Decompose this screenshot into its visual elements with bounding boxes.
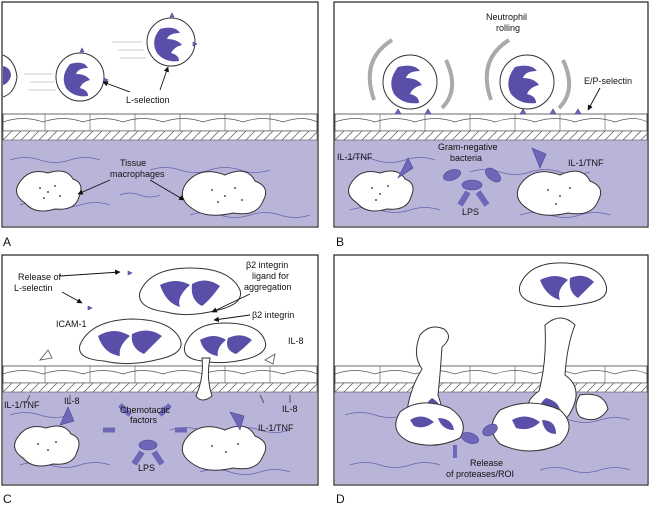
panel-c-endothelium	[2, 365, 318, 393]
panel-d-letter: D	[336, 492, 345, 505]
panel-b-macrophage-right	[516, 170, 602, 216]
panel-a-selectin-dots	[79, 12, 198, 83]
panel-c: Release of L-selectin β2 integrin ligand…	[1, 254, 319, 505]
panel-d-bacteria	[461, 423, 498, 444]
panel-b-label-lps: LPS	[462, 207, 479, 217]
panel-c-arrow-release-2	[61, 291, 83, 304]
panel-c-label-il1-right: IL-1/TNF	[258, 423, 294, 433]
panel-b-il1-arrow-right	[531, 147, 547, 169]
panel-d-frame	[333, 254, 649, 486]
panel-a-label-l-selection: L-selection	[126, 95, 170, 105]
panel-a-neutrophil-middle	[24, 52, 105, 102]
panel-a-neutrophil-right	[112, 17, 196, 67]
panel-c-label-b2-ligand-2: ligand for	[252, 271, 289, 281]
panel-b-lps-arrow-left	[457, 190, 471, 207]
panel-d-label-release: Release	[470, 458, 503, 468]
panel-d-label-proteases: of proteases/ROI	[446, 469, 514, 479]
panel-d-endothelium	[334, 365, 648, 393]
panel-b-lps-arrow-right	[475, 190, 490, 207]
panel-c-label-factors: factors	[130, 415, 158, 425]
panel-c-arrow-b2-integrin	[213, 314, 251, 323]
panel-b-label-il1-right: IL-1/TNF	[568, 158, 604, 168]
panel-d-neutrophil-extravasating-right	[526, 317, 609, 428]
panel-a-neutrophil-partial	[2, 54, 18, 98]
panel-d-neutrophil-top	[518, 262, 608, 308]
panel-b-neutrophil-right	[484, 38, 571, 110]
panel-c-arrow-release-1	[59, 269, 121, 277]
panel-b: Neutrophil rolling E/P-selectin IL-1/TNF…	[333, 1, 649, 249]
panel-c-macrophage-left	[14, 425, 80, 467]
panel-b-arrow-ep-selectin	[587, 87, 601, 111]
panel-a-arrow-l-selection-1	[102, 81, 131, 93]
panel-b-macrophage-left	[348, 170, 414, 212]
panel-b-neutrophil-left	[367, 38, 454, 110]
panel-a-endothelium	[2, 113, 318, 141]
panel-c-label-b2-ligand-3: aggregation	[244, 282, 292, 292]
panel-a-label-tissue: Tissue	[120, 158, 146, 168]
panel-a-label-macrophages: macrophages	[110, 169, 165, 179]
panel-c-label-il8-right: IL-8	[282, 404, 298, 414]
panel-c-label-release: Release of	[18, 272, 62, 282]
panel-a-macrophage-right	[181, 170, 267, 216]
panel-b-label-bacteria: bacteria	[450, 153, 482, 163]
panel-c-label-b2-integrin: β2 integrin	[252, 310, 294, 320]
panel-b-frame	[333, 1, 649, 228]
panel-b-label-gram-negative: Gram-negative	[438, 142, 498, 152]
panel-d: Release of proteases/ROI D	[333, 254, 649, 505]
panel-c-label-b2-ligand-1: β2 integrin	[246, 260, 288, 270]
panel-a-arrow-macrophage-right	[149, 179, 185, 201]
panel-b-selectin-markers	[394, 108, 582, 115]
panel-a-frame	[1, 1, 319, 228]
panel-a-macrophage-left	[16, 170, 82, 212]
panel-c-arrow-b2-ligand	[211, 293, 251, 313]
panel-c-neutrophil-right	[183, 322, 267, 401]
panel-a-arrow-l-selection-2	[159, 66, 169, 91]
panel-b-letter: B	[336, 235, 344, 249]
panel-a-letter: A	[3, 235, 11, 249]
panel-c-label-chemotactic: Chemotactic	[120, 405, 171, 415]
panel-a-arrow-macrophage-left	[77, 179, 111, 195]
panel-c-label-il8-left: IL-8	[64, 396, 80, 406]
panel-c-label-lps: LPS	[138, 463, 155, 473]
panel-c-macrophage-right	[181, 425, 267, 471]
panel-b-label-rolling: rolling	[496, 23, 520, 33]
panel-d-emigrated-neutrophils	[395, 402, 570, 452]
panel-c-neutrophil-left	[79, 318, 182, 365]
panel-b-il1-arrow-left	[397, 157, 414, 179]
panel-c-frame	[1, 254, 319, 486]
panel-c-bacteria-lps	[131, 439, 165, 466]
panel-c-label-icam1: ICAM-1	[56, 319, 87, 329]
panel-a: L-selection Tissue macrophages A	[1, 1, 319, 249]
panel-b-bacteria	[443, 167, 501, 191]
panel-b-label-il1-left: IL-1/TNF	[337, 152, 373, 162]
panel-c-chemotactic-arrows	[59, 403, 245, 433]
panel-c-label-l-selectin: L-selectin	[14, 283, 53, 293]
panel-b-endothelium	[334, 113, 648, 141]
panel-b-label-neutrophil: Neutrophil	[486, 12, 527, 22]
panel-c-neutrophil-top	[139, 267, 242, 316]
panel-c-letter: C	[3, 492, 12, 505]
panel-b-label-ep-selectin: E/P-selectin	[584, 76, 632, 86]
panel-c-free-selectins	[87, 270, 133, 311]
panel-c-il8-arrows	[25, 349, 291, 404]
panel-c-label-il1-left: IL-1/TNF	[4, 400, 40, 410]
panel-c-label-il8-top: IL-8	[288, 336, 304, 346]
